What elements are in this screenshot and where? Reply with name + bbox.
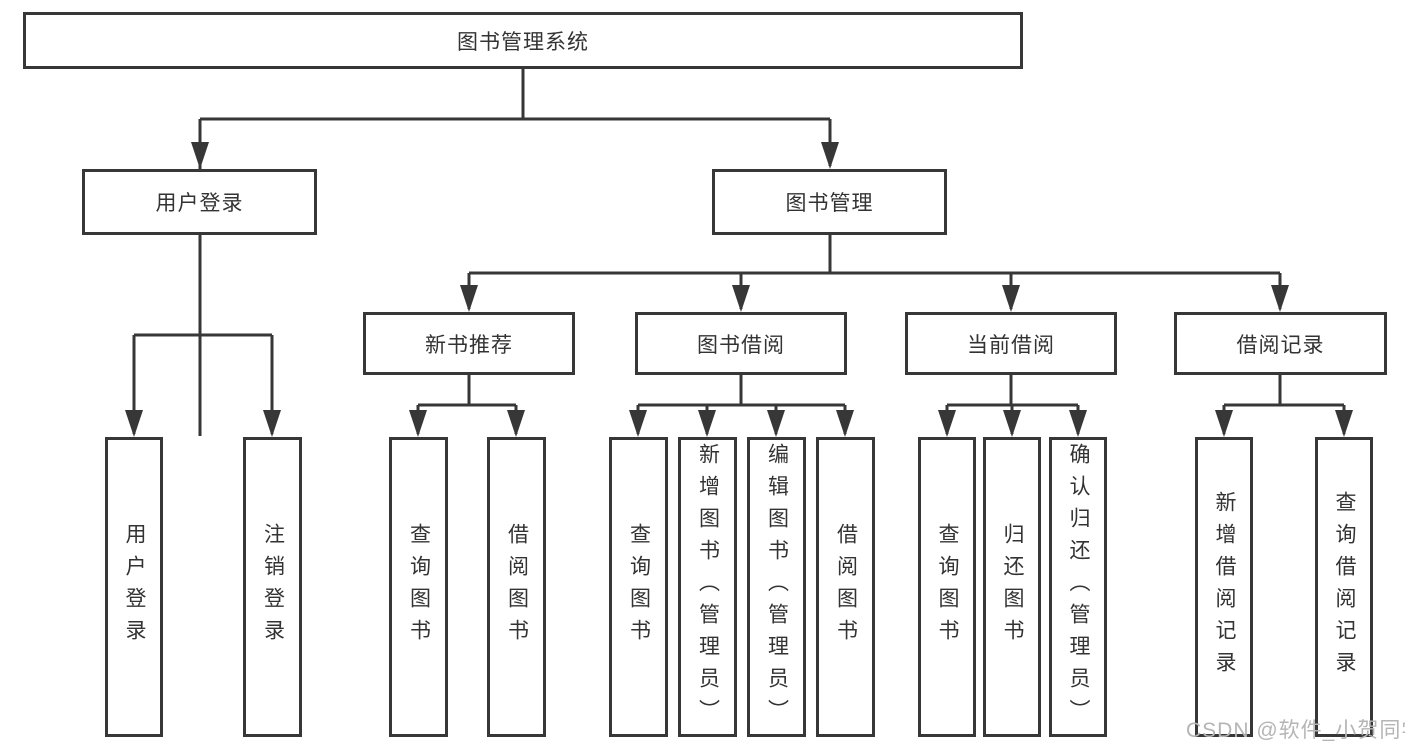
leaf-borrowing-edit-books-admin: 编辑图书（管理员）	[747, 437, 806, 737]
connector-borrow-branch	[636, 375, 847, 434]
connector-stems	[198, 69, 832, 436]
leaf-newbook-query-books: 查询图书	[389, 437, 448, 737]
leaf-current-confirm-return-admin: 确认归还（管理员）	[1049, 437, 1107, 737]
arrow-leaf-user-login	[125, 410, 143, 437]
arrow-leaf-bb-query	[629, 410, 647, 437]
leaf-borrowing-query-books: 查询图书	[609, 437, 668, 737]
arrow-leaf-nb-query	[409, 410, 427, 437]
arrow-leaf-nb-borrow	[507, 410, 525, 437]
connector-newbook-branch	[416, 375, 518, 434]
connector-root-l2	[198, 69, 832, 436]
arrow-leaf-bb-borrow	[836, 410, 854, 437]
leaf-records-add-record: 新增借阅记录	[1195, 437, 1253, 737]
arrow-current-borrowing	[1002, 285, 1020, 312]
leaf-borrowing-add-books-admin: 新增图书（管理员）	[678, 437, 737, 737]
leaf-logout: 注销登录	[243, 437, 302, 737]
arrowheads	[125, 142, 1353, 437]
node-book-management: 图书管理	[712, 169, 947, 235]
connector-records-branch	[1222, 375, 1346, 434]
arrow-leaf-logout	[263, 410, 281, 437]
arrow-leaf-br-add	[1215, 410, 1233, 437]
leaf-user-login: 用户登录	[105, 437, 163, 737]
connector-branches	[132, 119, 1346, 434]
leaf-current-return-books: 归还图书	[983, 437, 1041, 737]
arrow-borrowing-records	[1271, 285, 1289, 312]
arrow-leaf-br-query	[1335, 410, 1353, 437]
arrow-leaf-cb-query	[938, 410, 956, 437]
arrow-leaf-cb-confirm	[1069, 410, 1087, 437]
node-book-borrowing: 图书借阅	[635, 312, 847, 375]
csdn-watermark: CSDN @软件_小贺同学	[1186, 719, 1405, 742]
arrow-book-management	[821, 142, 839, 169]
connector-mgmt-branch	[467, 235, 1282, 309]
arrow-leaf-bb-add	[698, 410, 716, 437]
node-new-book-recommend: 新书推荐	[363, 312, 575, 375]
leaf-newbook-borrow-books: 借阅图书	[487, 437, 546, 737]
arrow-book-borrowing	[732, 285, 750, 312]
connector-user-branch	[132, 235, 274, 434]
arrow-leaf-cb-return	[1003, 410, 1021, 437]
node-root: 图书管理系统	[23, 12, 1023, 69]
node-current-borrowing: 当前借阅	[905, 312, 1117, 375]
node-user-login: 用户登录	[82, 169, 317, 235]
node-borrowing-records: 借阅记录	[1174, 312, 1387, 375]
arrow-leaf-bb-edit	[767, 410, 785, 437]
arrow-user-login	[191, 142, 209, 169]
leaf-borrowing-borrow-books: 借阅图书	[816, 437, 875, 737]
leaf-current-query-books: 查询图书	[918, 437, 976, 737]
arrow-new-book	[460, 285, 478, 312]
leaf-records-query-record: 查询借阅记录	[1315, 437, 1373, 737]
